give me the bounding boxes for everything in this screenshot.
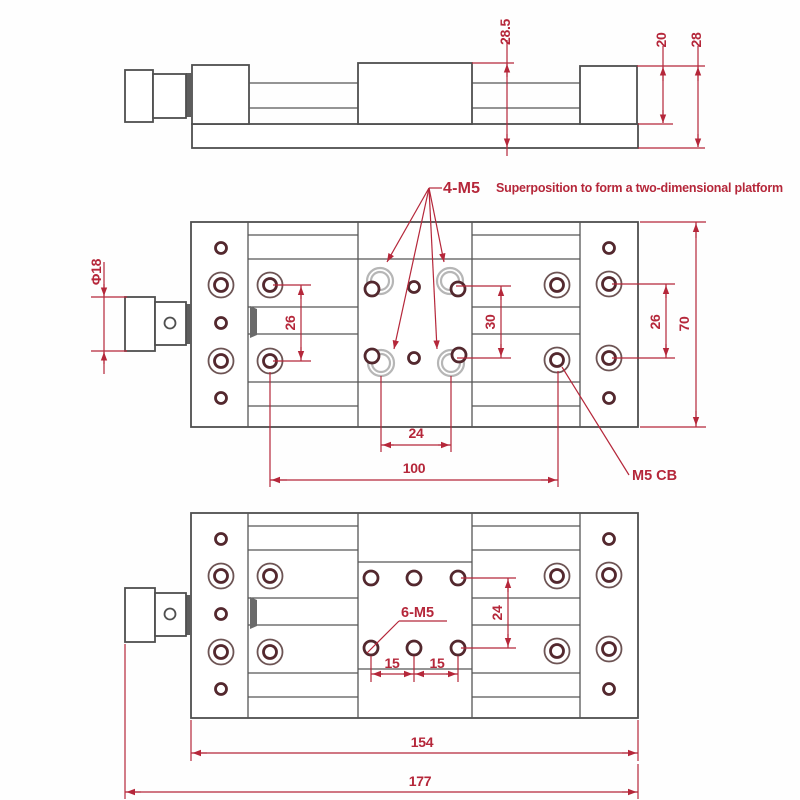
side-view: 28.5 20 28 (124, 18, 705, 156)
dim-left-cb-spacing-label: 26 (282, 315, 298, 330)
dim-overall-length-label: 177 (409, 773, 432, 789)
dim-body-width-label: 70 (676, 316, 692, 331)
label-4-m5-note: Superposition to form a two-dimensional … (496, 181, 783, 195)
knob-set-screw-hole (163, 607, 177, 621)
dim-platform-hole-spacing-h-label: 24 (409, 425, 424, 441)
dim-body-length-label: 154 (411, 734, 434, 750)
bottom-view-dimensions: 24 15 15 6-M5 154 177 (124, 577, 639, 799)
plan-view: Φ18 26 30 26 70 24 (88, 180, 783, 487)
side-view-dimensions: 28.5 20 28 (472, 18, 705, 156)
plan-view-knob (124, 296, 191, 352)
bottom-view: 24 15 15 6-M5 154 177 (124, 512, 639, 799)
label-4-m5: 4-M5 (443, 180, 480, 197)
bottom-view-knob (124, 587, 191, 643)
plan-view-dimensions: Φ18 26 30 26 70 24 (88, 180, 783, 487)
dim-cb-hole-span-label: 100 (403, 460, 426, 476)
dim-knob-diameter-label: Φ18 (88, 258, 104, 285)
side-view-body (191, 62, 639, 149)
bottom-view-body (190, 512, 639, 719)
dim-total-height-label: 28 (688, 32, 704, 47)
label-6-m5: 6-M5 (401, 605, 434, 621)
dim-right-cb-spacing-label: 26 (647, 314, 663, 329)
knob-set-screw-hole (163, 316, 177, 330)
dim-center-hole-spacing-2-label: 15 (430, 655, 445, 671)
label-m5-cb: M5 CB (632, 468, 677, 484)
dim-center-hole-spacing-1-label: 15 (385, 655, 400, 671)
dim-platform-hole-spacing-v-label: 30 (482, 314, 498, 329)
dim-center-hole-spacing-v-label: 24 (489, 605, 505, 620)
side-view-knob (124, 69, 192, 123)
dim-carriage-height-label: 28.5 (497, 18, 513, 45)
dim-end-block-height-label: 20 (653, 32, 669, 47)
